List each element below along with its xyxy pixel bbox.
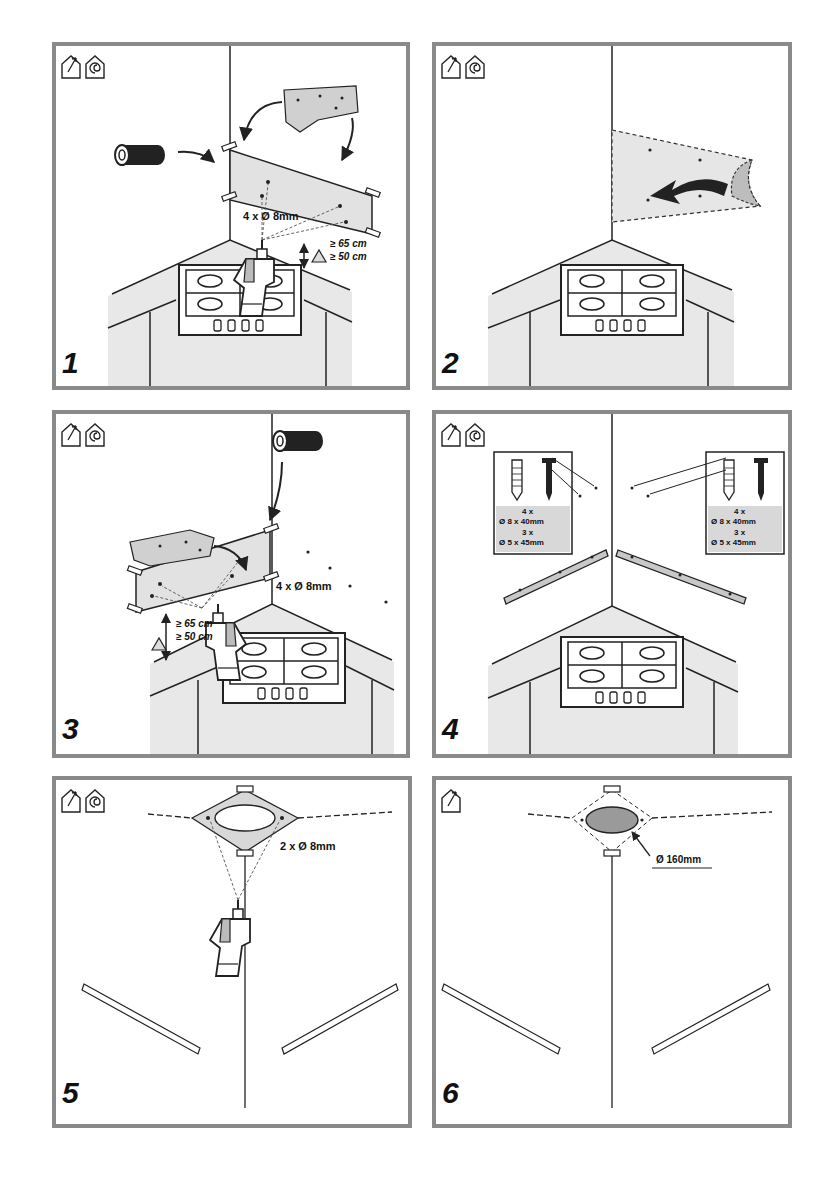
clearance: ≥ 65 cm (176, 618, 213, 629)
label-holder: 2 x Ø 8mm (280, 840, 336, 852)
quantity: 3 x (522, 529, 533, 538)
clearance: ≥ 50 cm (176, 631, 213, 642)
label-holder: ≥ 50 cm (330, 251, 367, 262)
step-number: 2 (442, 346, 459, 379)
label-holder: ≥ 65 cm (176, 618, 213, 629)
step-number: 6 (442, 1076, 459, 1109)
dimension: 2 x Ø 8mm (280, 840, 336, 852)
step-number: 4 (442, 712, 459, 745)
label-holder: 4 x Ø 8mm (243, 210, 299, 222)
label-holder: Ø 8 x 40mm (711, 518, 756, 527)
label-holder: ≥ 50 cm (176, 631, 213, 642)
label-holder: 4 x (522, 508, 533, 517)
label-holder: 4 x Ø 8mm (276, 580, 332, 592)
label-holder: Ø 5 x 45mm (711, 539, 756, 548)
label-holder: 6 (442, 1076, 459, 1109)
label-holder: 4 x (734, 508, 745, 517)
part-size: Ø 5 x 45mm (499, 539, 544, 548)
label-holder: ≥ 65 cm (330, 238, 367, 249)
clearance: ≥ 65 cm (330, 238, 367, 249)
label-holder: 3 x (734, 529, 745, 538)
quantity: 3 x (734, 529, 745, 538)
label-holder: 3 x (522, 529, 533, 538)
label-holder: Ø 5 x 45mm (499, 539, 544, 548)
part-size: Ø 8 x 40mm (499, 518, 544, 527)
dimension: Ø 160mm (656, 854, 701, 865)
label-holder: 3 (62, 712, 79, 745)
part-size: Ø 5 x 45mm (711, 539, 756, 548)
step-number: 1 (62, 346, 79, 379)
label-holder: Ø 160mm (656, 854, 701, 865)
label-holder: Ø 8 x 40mm (499, 518, 544, 527)
label-holder: 4 (442, 712, 459, 745)
quantity: 4 x (522, 508, 533, 517)
label-holder: 5 (62, 1076, 79, 1109)
step-number: 3 (62, 712, 79, 745)
label-holder: 2 (442, 346, 459, 379)
part-size: Ø 8 x 40mm (711, 518, 756, 527)
dimension: 4 x Ø 8mm (243, 210, 299, 222)
label-holder: 1 (62, 346, 79, 379)
step-number: 5 (62, 1076, 79, 1109)
dimension: 4 x Ø 8mm (276, 580, 332, 592)
clearance: ≥ 50 cm (330, 251, 367, 262)
quantity: 4 x (734, 508, 745, 517)
